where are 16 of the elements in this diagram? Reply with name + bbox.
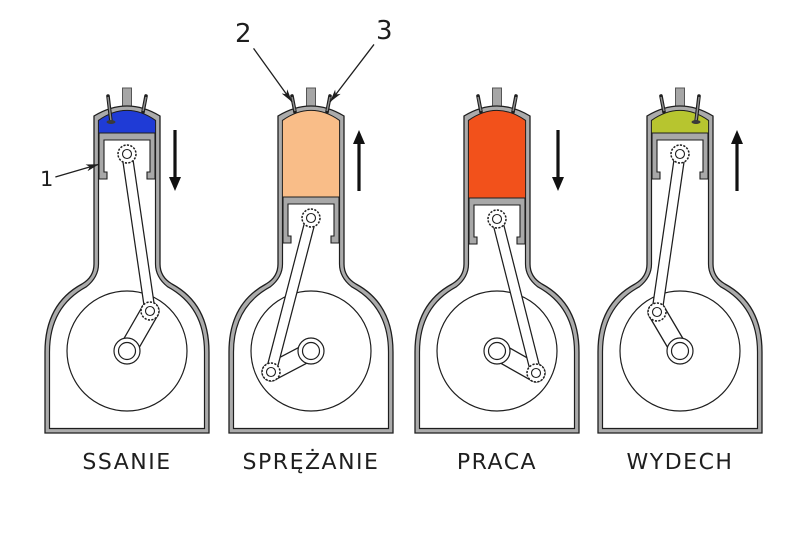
stroke-label: SSANIE	[82, 452, 172, 474]
engine-illustration	[597, 88, 763, 434]
piston	[98, 132, 156, 180]
valve	[290, 94, 297, 114]
leader-line	[55, 164, 100, 178]
callout-number: 2	[235, 21, 252, 47]
engine-illustration	[44, 88, 210, 434]
engine-illustration	[228, 88, 394, 434]
callout-number: 1	[40, 169, 54, 190]
stroke-label: PRACA	[456, 452, 538, 474]
valve	[325, 94, 332, 114]
leader-line	[329, 44, 375, 102]
callout-number: 3	[376, 18, 393, 44]
stroke-label: WYDECH	[626, 452, 734, 474]
leader-line	[253, 48, 293, 102]
engine-illustration	[414, 88, 580, 434]
